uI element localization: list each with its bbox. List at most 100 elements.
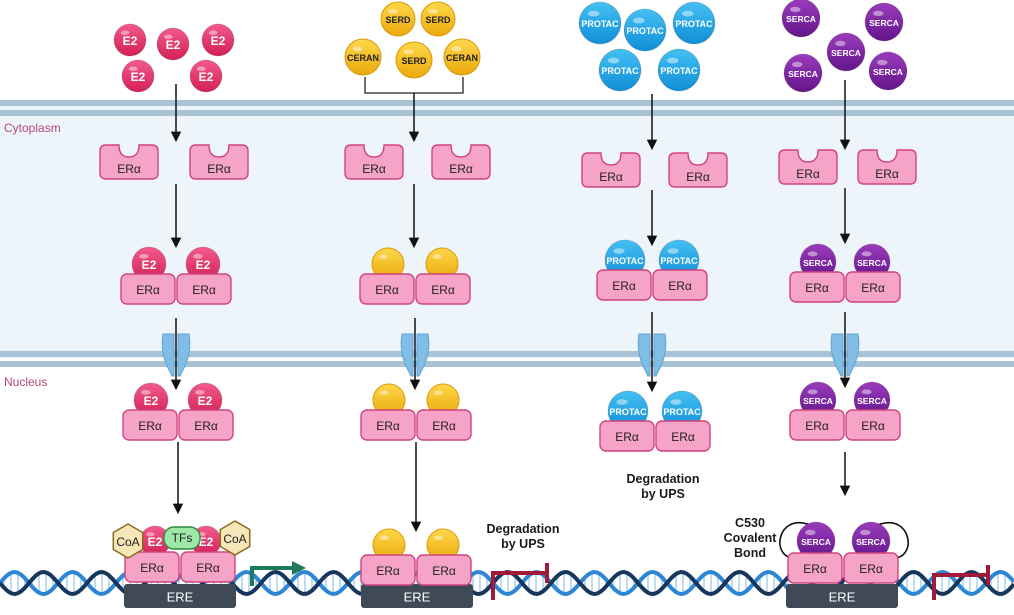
receptor-free-e2-left: ERα [99,144,159,180]
highlight [789,6,801,13]
receptor-right: ERα [178,409,234,441]
channel-left-half [637,333,651,377]
highlight [352,46,363,52]
serd-ligand-right [426,383,460,417]
receptor-right: ERα [416,409,472,441]
receptor-left: ERα [789,409,845,441]
highlight [876,59,888,66]
serca-label: SERCA [803,396,833,406]
ere-label: ERE [404,590,431,605]
receptor-label: ERα [449,162,473,176]
serd-sphere [443,38,481,76]
receptor-label: ERα [192,283,216,297]
protac-ligand-free-4: PROTAC [598,48,642,92]
highlight [616,399,628,405]
receptor-body [652,269,708,301]
ere-block [124,584,236,608]
serca-ligand-right: SERCA [853,381,891,419]
e2-ligand-free-4: E2 [121,59,155,93]
receptor-body [415,273,471,305]
serca-label: SERCA [801,537,831,547]
nuclear-pore-protac [637,333,667,377]
highlight [379,390,389,396]
receptor-left: ERα [596,269,652,301]
serd-ligand-right [425,247,459,281]
receptor-label: ERα [805,281,829,295]
receptor-label: ERα [376,419,400,433]
protac-ligand-free-2: PROTAC [623,8,667,52]
serd-sphere [344,38,382,76]
serca-label: SERCA [857,258,887,268]
highlight [807,251,818,257]
receptor-body [416,409,472,441]
receptor-label: ERα [140,561,164,575]
transcription-complex [250,561,306,586]
receptor-complex-right: ERα [180,551,236,583]
receptor-body [778,149,838,185]
highlight [428,8,438,14]
receptor-body [180,551,236,583]
receptor-left: ERα [122,409,178,441]
degradation-note-serd: Degradation by UPS [486,522,560,551]
highlight [681,10,694,17]
serca-label: SERCA [788,69,818,79]
highlight [613,248,625,254]
highlight [146,532,155,537]
cell-membrane [0,100,1014,116]
receptor-dna-right: ERα [843,552,899,584]
receptor-right: ERα [845,409,901,441]
receptor-body [416,554,472,586]
protac-ligand-free-1: PROTAC [578,1,622,45]
highlight [195,389,205,395]
receptor-body [189,144,249,180]
serca-sphere [783,53,823,93]
receptor-body [99,144,159,180]
highlight [587,10,600,17]
protac-label: PROTAC [660,256,698,266]
protac-sphere [598,48,642,92]
coa-label: CoA [116,535,139,549]
serd-label: SERD [425,15,451,25]
degradation-note-protac: Degradation by UPS [626,472,700,501]
channel-left-half [161,333,175,377]
serca-sphere [781,0,821,38]
receptor-label: ERα [859,562,883,576]
receptor-body [178,409,234,441]
receptor-body [359,273,415,305]
e2-label: E2 [142,258,157,272]
receptor-body [581,152,641,188]
receptor-label: ERα [796,167,820,181]
receptor-body [360,554,416,586]
serd-label: CERAN [446,53,478,63]
receptor-left: ERα [789,271,845,303]
receptor-label: ERα [671,430,695,444]
receptor-body [787,552,843,584]
coa-shape [112,523,144,559]
highlight [433,535,443,541]
receptor-label: ERα [861,419,885,433]
serd-label: SERD [385,15,411,25]
serd-sphere [420,1,456,37]
highlight [128,66,138,72]
transcription-arrow [250,566,294,586]
serd-ligand-free-3: SERD [395,41,433,79]
receptor-body [857,149,917,185]
serca-ligand-free-3: SERCA [826,32,866,72]
receptor-left: ERα [599,420,655,452]
receptor-body [599,420,655,452]
e2-label: E2 [166,38,181,52]
e2-sphere [189,59,223,93]
receptor-left: ERα [120,273,176,305]
highlight [666,57,679,64]
receptor-label: ERα [686,170,710,184]
serd-ligand-left [371,247,405,281]
coa-left: CoA [112,523,144,559]
protac-sphere [578,1,622,45]
protac-ligand-free-3: PROTAC [672,1,716,45]
receptor-right: ERα [176,273,232,305]
serca-label: SERCA [831,48,861,58]
highlight [379,535,389,541]
highlight [388,8,398,14]
e2-sphere [201,23,235,57]
